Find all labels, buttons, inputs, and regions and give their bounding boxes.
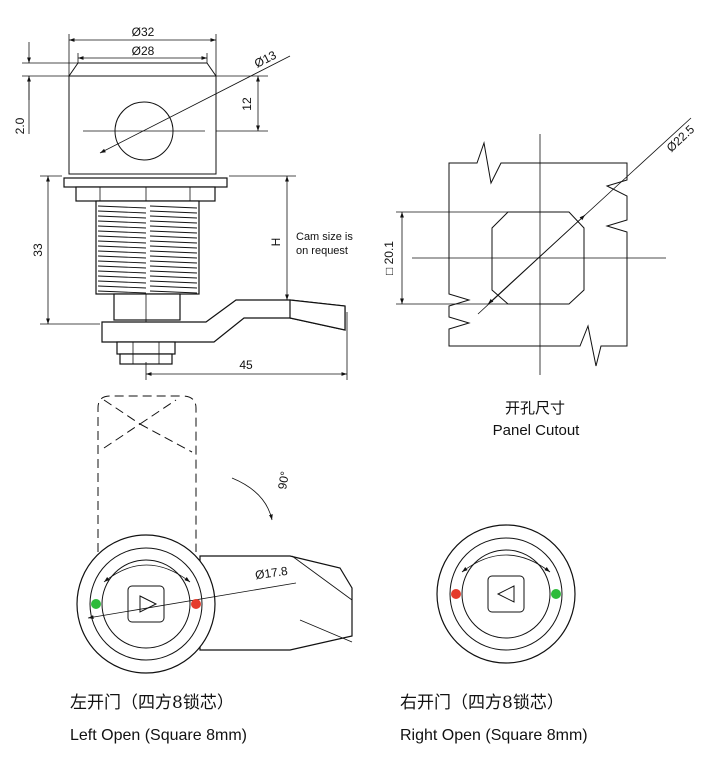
key-square bbox=[127, 585, 165, 623]
thread-line bbox=[149, 205, 198, 209]
hex-nut bbox=[75, 186, 216, 202]
thread-line bbox=[149, 240, 198, 244]
red-dot bbox=[451, 589, 461, 599]
dim-d13: Ø13 bbox=[252, 48, 279, 71]
thread-line bbox=[149, 210, 198, 214]
thread-line bbox=[97, 215, 147, 219]
dim-angle: 90° bbox=[275, 470, 292, 490]
thread-line bbox=[97, 225, 147, 229]
green-dot bbox=[551, 589, 561, 599]
dim-d20: □ 20.1 bbox=[382, 241, 396, 275]
thread-line bbox=[97, 255, 147, 259]
thread-line bbox=[149, 230, 198, 234]
left-open-view bbox=[76, 395, 353, 674]
key-square bbox=[487, 575, 525, 613]
right-open-view bbox=[436, 524, 576, 664]
thread-line bbox=[149, 285, 198, 289]
thread-line bbox=[149, 265, 198, 269]
dim-h: H bbox=[269, 238, 283, 247]
thread-line bbox=[149, 225, 198, 229]
left-arrow-icon bbox=[496, 585, 515, 603]
lock-top-view bbox=[22, 34, 291, 175]
thread-line bbox=[97, 285, 147, 289]
red-dot bbox=[191, 599, 201, 609]
dim-d32: Ø32 bbox=[132, 25, 155, 39]
cam-plan bbox=[199, 555, 353, 651]
thread-line bbox=[149, 255, 198, 259]
panel-cutout-view bbox=[396, 117, 692, 375]
dim-33: 33 bbox=[31, 243, 45, 257]
lock-side-view bbox=[40, 175, 348, 380]
dim-12: 12 bbox=[240, 97, 254, 111]
outer-ring bbox=[76, 534, 216, 674]
dim-d17: Ø17.8 bbox=[254, 564, 289, 582]
thread-line bbox=[149, 215, 198, 219]
thread-line bbox=[97, 280, 147, 284]
cam-note-line1: Cam size is bbox=[296, 231, 353, 243]
thread-line bbox=[97, 205, 147, 209]
thread-line bbox=[97, 245, 147, 249]
thread-line bbox=[97, 210, 147, 214]
cutout-shape bbox=[491, 211, 585, 305]
thread-line bbox=[149, 250, 198, 254]
panel-cutout-en: Panel Cutout bbox=[493, 422, 581, 439]
thread-line bbox=[97, 250, 147, 254]
green-dot bbox=[91, 599, 101, 609]
cam-note-line2: on request bbox=[296, 245, 348, 257]
thread-line bbox=[97, 290, 147, 294]
thread-line bbox=[97, 230, 147, 234]
panel-cutout-cn: 开孔尺寸 bbox=[505, 399, 565, 417]
thread-line bbox=[97, 275, 147, 279]
dim-2: 2.0 bbox=[13, 117, 27, 134]
right-open-en: Right Open (Square 8mm) bbox=[400, 727, 588, 744]
thread-line bbox=[97, 260, 147, 264]
thread-line bbox=[97, 270, 147, 274]
thread-line bbox=[149, 270, 198, 274]
left-open-cn: 左开门（四方8锁芯） bbox=[70, 693, 234, 713]
thread-line bbox=[97, 220, 147, 224]
thread-line bbox=[149, 220, 198, 224]
thread-line bbox=[149, 235, 198, 239]
right-open-cn: 右开门（四方8锁芯） bbox=[400, 693, 564, 713]
thread-line bbox=[149, 245, 198, 249]
left-open-en: Left Open (Square 8mm) bbox=[70, 727, 247, 744]
thread-line bbox=[149, 280, 198, 284]
dim-45: 45 bbox=[239, 358, 253, 372]
dim-d28: Ø28 bbox=[132, 44, 155, 58]
thread-line bbox=[97, 240, 147, 244]
thread-line bbox=[97, 265, 147, 269]
thread-line bbox=[97, 235, 147, 239]
thread-line bbox=[149, 260, 198, 264]
thread-line bbox=[149, 290, 198, 294]
thread-line bbox=[149, 275, 198, 279]
